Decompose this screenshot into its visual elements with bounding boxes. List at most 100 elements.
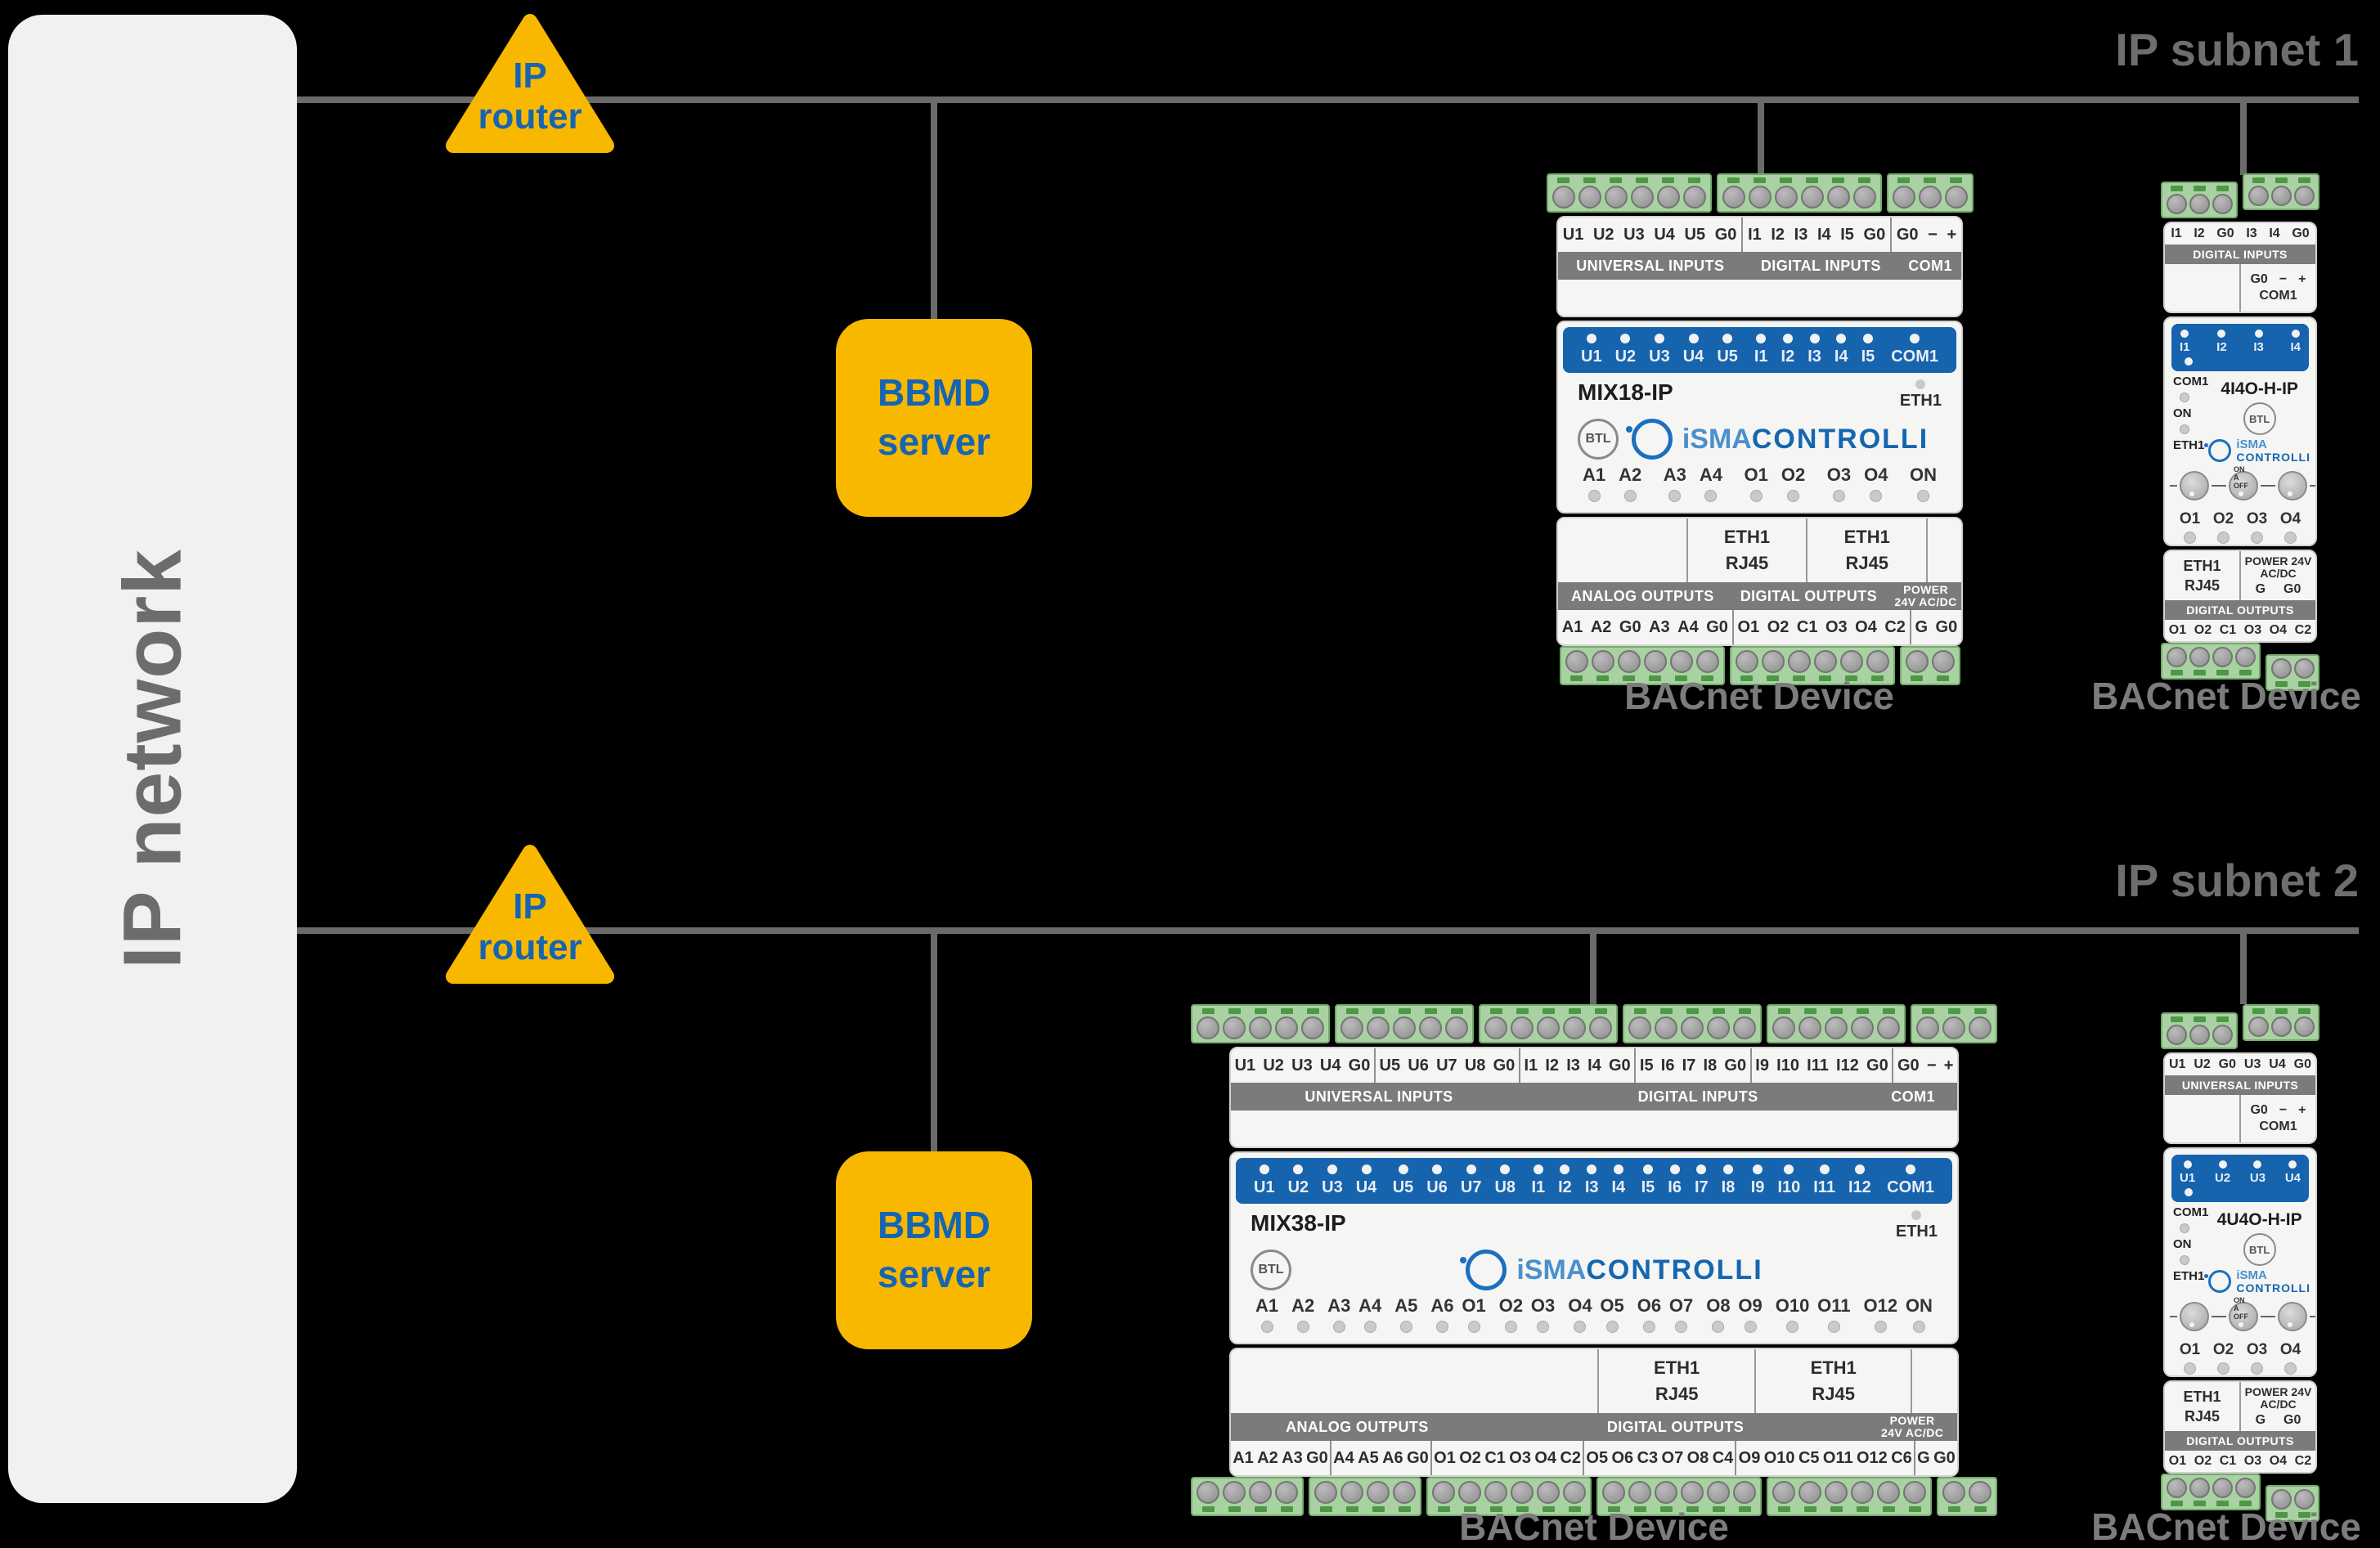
led-dot-icon [1688,334,1699,343]
led-dot-icon [1753,1164,1763,1174]
led-label: U6 [1426,1178,1448,1196]
blank-area [1558,280,1961,316]
terminal-screw-icon [1905,650,1929,673]
terminal-block [1716,173,1882,213]
led: I3 [1807,334,1821,366]
terminal-tab [1738,1506,1751,1512]
terminal-cell [2270,1008,2292,1037]
terminal-screw-icon [2293,658,2315,680]
status-led-icon [1704,490,1718,502]
terminal-cell [2212,1478,2233,1507]
terminal-cell [2270,177,2292,206]
terminal-tab [2216,1501,2229,1507]
terminal-screw-icon [1393,1481,1416,1504]
terminal-screw-icon [1511,1016,1534,1039]
tick-mark [2170,1316,2177,1318]
tick-mark [2261,485,2268,487]
terminal-tab [1306,1008,1319,1014]
led: U3 [1649,334,1670,366]
terminal-label: U5 [1379,1056,1401,1075]
terminal-screw-icon [2248,186,2269,206]
terminal-label: U2 [1592,225,1614,244]
terminal-tab [2216,186,2229,191]
terminal-tab [1974,1008,1987,1014]
terminal-cell [1313,1481,1338,1512]
terminal-cell [1772,1008,1796,1039]
status-label: O1 [1744,464,1768,485]
terminal-screw-icon [1419,1016,1442,1039]
terminal-label: I3 [1794,225,1808,244]
subnet2-4u4o-connector-line [2240,931,2247,1004]
status-led-icon [1832,490,1845,502]
terminal-label: O8 [1686,1448,1709,1467]
eth1-led-icon [1911,1210,1922,1220]
terminal-screw-icon [1197,1481,1219,1504]
terminal-label: + [2298,1103,2306,1117]
subnet1-title: IP subnet 1 [2115,24,2359,75]
led: U2 [1615,334,1636,366]
on-label: ON [2173,1237,2192,1251]
com1-cell: G0−+COM1 [2239,1095,2315,1142]
led-label: I3 [1807,348,1821,366]
led-label: I1 [2180,340,2190,354]
terminal-label: I8 [1703,1056,1718,1075]
terminal-cell [1968,1008,1992,1039]
io-band-label: ANALOG OUTPUTS [1571,587,1714,604]
blank-area [1231,1111,1957,1146]
status-indicator: A3 [1327,1295,1350,1333]
status-led-icon [1786,1321,1799,1333]
subnet1-bus-line [297,96,2359,103]
terminal-label: U1 [1562,225,1584,244]
terminal-screw-icon [1892,186,1915,209]
power-label: POWER 24V AC/DC [2244,1385,2312,1411]
terminal-cell [2293,1489,2315,1519]
terminal-cell [1824,1481,1848,1512]
terminal-screw-icon [1537,1016,1560,1039]
terminal-screw-icon [1617,650,1641,673]
terminal-cell [2234,647,2256,676]
io-band: DIGITAL OUTPUTS [1484,1413,1867,1441]
terminal-cell [1588,1008,1613,1039]
status-indicator: O12 [1864,1295,1897,1333]
terminal-tab [2193,1501,2206,1507]
eth1-indicator: ETH1 [1896,1210,1938,1241]
io-band: COM1 [1869,1083,1957,1111]
terminal-screw-icon [1798,1481,1821,1504]
brand-ic-icon [1625,419,1673,460]
terminal-cell [2189,186,2210,214]
bbmd-label-line2: server [877,420,991,463]
terminal-tab [1662,177,1674,183]
io-band-label: DIGITAL OUTPUTS [1740,587,1878,604]
terminal-screw-icon [2166,1478,2187,1499]
terminal-screw-icon [1761,650,1785,673]
io-band-label: 24V AC/DC [1881,1426,1944,1439]
led: U1 [2180,1160,2195,1185]
terminal-cell [1680,1481,1704,1512]
terminal-screw-icon [1942,1016,1965,1039]
status-indicator: O4 [1568,1295,1592,1333]
led-label: U1 [1254,1178,1275,1196]
terminal-label: I6 [1660,1056,1675,1075]
io-band-label: DIGITAL OUTPUTS [2186,1434,2294,1448]
io-band-label: 24V AC/DC [1894,595,1957,608]
terminal-cell [2212,186,2233,214]
terminal-label: + [1943,1056,1954,1075]
led-label: U4 [1355,1178,1377,1196]
led-label: I5 [1861,348,1875,366]
status-led-icon [1605,1321,1619,1333]
terminal-screw-icon [1852,186,1876,209]
terminal-tab [1830,1506,1843,1512]
status-led-icon [1787,490,1800,502]
terminal-cell [1824,1008,1848,1039]
device-caption: BACnet Device [1624,675,1894,717]
terminal-label: O1 [1737,617,1760,636]
terminal-tab [1858,177,1870,183]
